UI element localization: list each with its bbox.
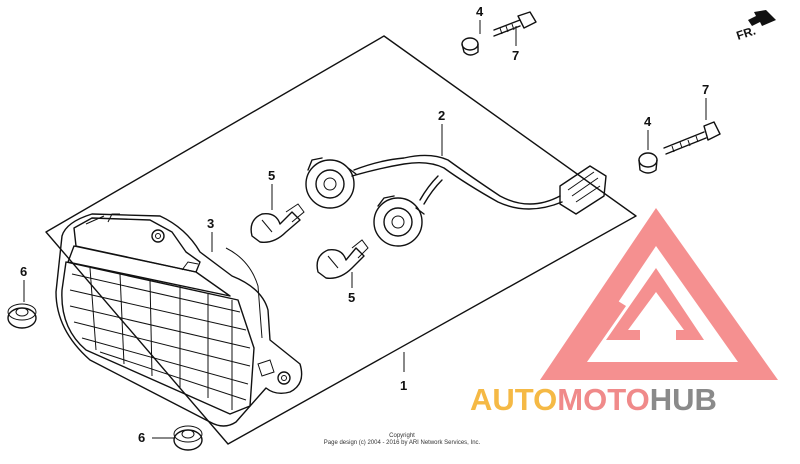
copyright-title: Copyright <box>389 433 415 439</box>
bulb-lower <box>316 239 369 279</box>
taillight-housing <box>55 213 303 427</box>
bolt-right <box>663 121 721 155</box>
bulb-upper <box>250 203 305 243</box>
callout-5-lower: 5 <box>348 290 355 305</box>
callout-6-upper: 6 <box>20 264 27 279</box>
collar-upper <box>461 37 479 56</box>
grommet-upper <box>7 303 37 329</box>
copyright-notice: Copyright Page design (c) 2004 - 2016 by… <box>312 433 492 447</box>
assembly-outline <box>45 35 637 445</box>
watermark-part-hub: HUB <box>649 382 717 417</box>
callout-7-right: 7 <box>702 82 709 97</box>
callout-1: 1 <box>400 378 407 393</box>
watermark-brand: AUTOMOTOHUB <box>470 382 717 418</box>
callout-2: 2 <box>438 108 445 123</box>
watermark-logo <box>540 208 778 380</box>
bolt-upper <box>493 11 537 37</box>
socket-harness <box>305 154 607 247</box>
collar-right <box>638 152 658 174</box>
copyright-text: Page design (c) 2004 - 2016 by ARI Netwo… <box>323 440 481 446</box>
front-direction-label: FR. <box>735 24 758 43</box>
front-direction-indicator: FR. <box>735 10 776 43</box>
callout-4-upper: 4 <box>476 4 484 19</box>
callout-7-upper: 7 <box>512 48 519 63</box>
watermark-part-auto: AUTO <box>470 382 558 417</box>
watermark-part-moto: MOTO <box>557 382 650 417</box>
callout-3: 3 <box>207 216 214 231</box>
callout-6-lower: 6 <box>138 430 145 445</box>
grommet-lower <box>173 425 203 451</box>
leader-lines <box>23 20 707 439</box>
callout-5-upper: 5 <box>268 168 275 183</box>
callout-4-right: 4 <box>644 114 652 129</box>
